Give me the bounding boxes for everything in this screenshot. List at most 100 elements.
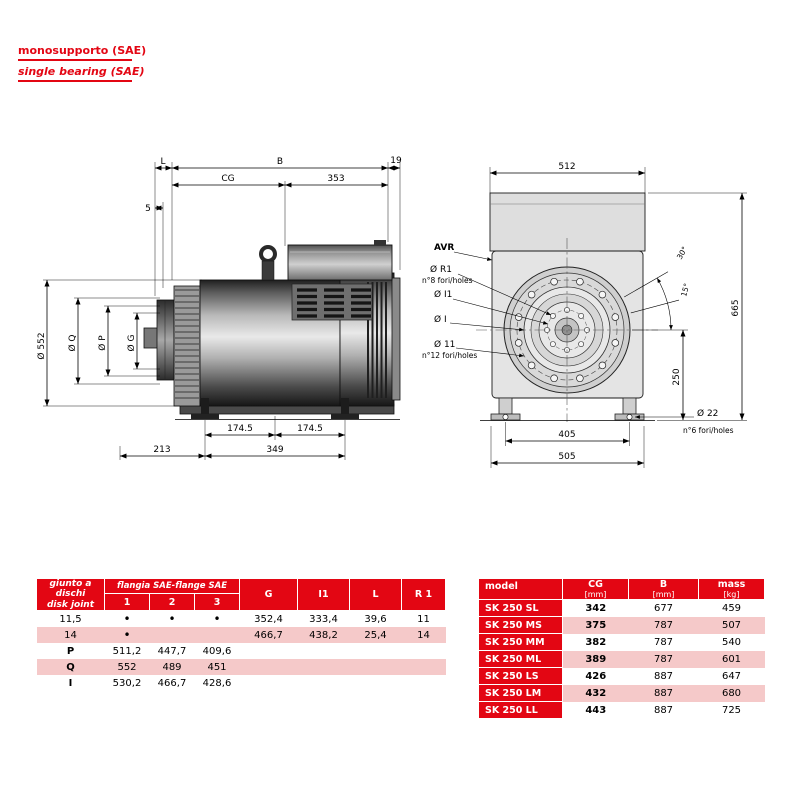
alternator-side-body [143, 240, 401, 420]
title-italian: monosupporto (SAE) [18, 44, 147, 57]
table-row: SK 250 MM 382 787 540 [478, 633, 765, 651]
title-rule-1 [18, 59, 132, 61]
model-name: SK 250 MM [478, 633, 563, 651]
b-header: B [mm] [628, 578, 699, 600]
hole-22-count-label: n°6 fori/holes [683, 426, 734, 435]
left-foot-hole [502, 414, 509, 420]
side-top-dimensions: L B 19 CG 353 5 [145, 156, 402, 296]
mass-header: mass [kg] [698, 578, 765, 600]
shaft-stub [143, 327, 159, 349]
dim-665-label: 665 [731, 299, 741, 316]
front-top-dimension: 512 [489, 162, 646, 193]
side-bottom-dimensions: 174.5 174.5 213 349 [119, 416, 346, 460]
louver-slots [297, 288, 371, 318]
dim-213-label: 213 [153, 445, 170, 455]
angle-15-label: 15° [679, 282, 691, 297]
hole-11-label: Ø 11 [434, 339, 455, 350]
side-view-drawing: L B 19 CG 353 5 Ø 552 Ø Q Ø P Ø G 174.5 [36, 156, 402, 460]
front-view-drawing: 30° 15° 512 665 250 405 505 AVR Ø R1 n°8… [422, 162, 747, 468]
flange-3-header: 3 [194, 593, 240, 612]
foot-pad-front [191, 414, 219, 419]
col-g-header: G [239, 577, 298, 612]
model-name: SK 250 MS [478, 616, 563, 634]
r1-holes-label: n°8 fori/holes [422, 276, 473, 285]
r1-label: Ø R1 [430, 264, 452, 275]
dim-174a-label: 174.5 [227, 424, 253, 434]
table-row: P 511,2 447,7 409,6 [66, 645, 232, 657]
right-foot [622, 397, 637, 415]
model-name: SK 250 LL [478, 701, 563, 719]
front-stud [201, 398, 209, 414]
model-name: SK 250 LM [478, 684, 563, 702]
angle-30-label: 30° [675, 245, 690, 261]
hole-22-label: Ø 22 [697, 408, 718, 419]
dim-b-label: B [277, 157, 283, 167]
table-row: I 530,2 466,7 428,6 [68, 677, 232, 689]
i-label: Ø I [434, 314, 447, 325]
foot-pad-rear [331, 414, 359, 419]
rear-vent-slots [367, 282, 387, 398]
front-bottom-dimensions: 405 505 [490, 422, 645, 468]
dim-g-label: Ø G [126, 335, 137, 352]
dim-505-label: 505 [558, 452, 575, 462]
terminal-box-front [489, 192, 646, 252]
model-table-header-row: model CG [mm] B [mm] mass [kg] [478, 578, 765, 600]
i1-label: Ø I1 [434, 289, 452, 300]
model-table: model CG [mm] B [mm] mass [kg] SK 250 SL… [478, 578, 765, 719]
flange-table-header-row: giunto a dischi disk joint flangia SAE-f… [36, 577, 446, 612]
dim-552-label: Ø 552 [36, 332, 47, 359]
table-row: SK 250 LL 443 887 725 [478, 701, 765, 719]
dim-19-label: 19 [390, 156, 402, 166]
rear-lip [391, 277, 401, 401]
left-foot [498, 397, 513, 415]
box-handle [374, 240, 386, 245]
right-foot-hole [626, 414, 633, 420]
table-row: SK 250 MS 375 787 507 [478, 616, 765, 634]
dim-250-label: 250 [672, 368, 682, 385]
flange-2-header: 2 [149, 593, 195, 612]
dim-405-label: 405 [558, 430, 575, 440]
dim-174b-label: 174.5 [297, 424, 323, 434]
disk-joint-header: giunto a dischi disk joint [36, 577, 105, 612]
lifting-eye [259, 245, 277, 263]
col-i1-header: I1 [297, 577, 350, 612]
page-header: monosupporto (SAE) single bearing (SAE) [18, 44, 168, 82]
flange-group-header: flangia SAE-flange SAE [104, 577, 240, 595]
rear-stud [341, 398, 349, 414]
title-rule-2 [18, 80, 132, 82]
front-bracket-fins [173, 285, 201, 407]
dim-cg-label: CG [221, 174, 234, 184]
dim-5-label: 5 [145, 204, 151, 214]
side-left-dimensions: Ø 552 Ø Q Ø P Ø G [36, 279, 202, 407]
table-row: 11,5 • • • 352,4 333,4 39,6 11 [59, 612, 430, 627]
hole-11-count-label: n°12 fori/holes [422, 351, 477, 360]
dim-349-label: 349 [266, 445, 283, 455]
table-row: 14 • 466,7 438,2 25,4 14 [36, 627, 446, 644]
col-r1-header: R 1 [401, 577, 446, 612]
table-row: SK 250 SL 342 677 459 [478, 599, 765, 617]
flange-table: giunto a dischi disk joint flangia SAE-f… [36, 577, 446, 691]
alternator-front-body [476, 192, 658, 422]
dim-353-label: 353 [327, 174, 344, 184]
table-row: SK 250 LS 426 887 647 [478, 667, 765, 685]
front-leader-labels: AVR Ø R1 n°8 fori/holes Ø I1 Ø I Ø 11 n°… [422, 243, 734, 435]
flange-holes-12 [514, 277, 620, 383]
dim-p-label: Ø P [97, 335, 108, 351]
model-header: model [478, 578, 563, 600]
flange-1-header: 1 [104, 593, 150, 612]
cg-header: CG [mm] [562, 578, 629, 600]
dim-l-label: L [160, 157, 165, 167]
flange-subheader-row: 1 2 3 [37, 593, 446, 612]
coupling-disc [156, 299, 175, 381]
dim-q-label: Ø Q [67, 334, 78, 351]
model-name: SK 250 ML [478, 650, 563, 668]
avr-label: AVR [434, 243, 454, 253]
model-name: SK 250 LS [478, 667, 563, 685]
dim-512-label: 512 [558, 162, 575, 172]
model-name: SK 250 SL [478, 599, 563, 617]
table-row: Q 552 489 451 [36, 659, 446, 676]
table-row: SK 250 LM 432 887 680 [478, 684, 765, 702]
table-row: SK 250 ML 389 787 601 [478, 650, 765, 668]
title-english: single bearing (SAE) [18, 65, 145, 78]
